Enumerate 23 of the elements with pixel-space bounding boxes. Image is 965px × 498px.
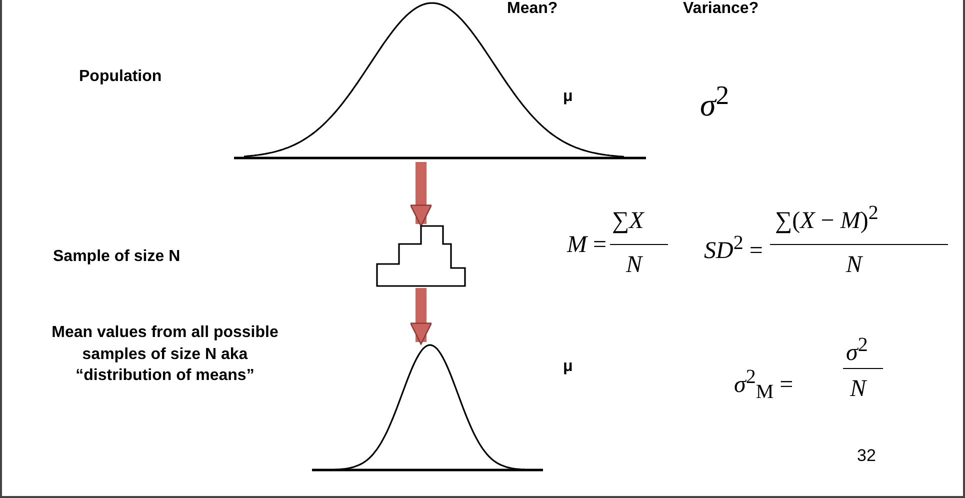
arrow bbox=[410, 288, 432, 345]
histogram-drawing bbox=[375, 224, 467, 288]
numerator: ∑X bbox=[612, 208, 644, 236]
formula: σ$^{2}$$_{M}$ = bbox=[734, 366, 794, 404]
denominator: N bbox=[846, 252, 862, 280]
bell-curve-drawing bbox=[234, 0, 646, 162]
formula: σ$^{2}$ bbox=[700, 80, 730, 124]
numerator: σ$^{2}$ bbox=[846, 334, 868, 368]
formula: M = bbox=[567, 232, 607, 260]
denominator: N bbox=[850, 376, 866, 404]
column-heading: Mean? bbox=[507, 0, 558, 18]
denominator: N bbox=[626, 252, 642, 280]
column-heading: Variance? bbox=[683, 0, 759, 18]
arrow bbox=[410, 162, 432, 227]
bell-curve-drawing bbox=[310, 342, 545, 474]
numerator: ∑(X − M)$^{2}$ bbox=[775, 202, 878, 236]
mean-symbol: μ bbox=[563, 88, 573, 106]
row-label: Mean values from all possible samples of size N aka “distribution of means” bbox=[50, 323, 280, 386]
page-number: 32 bbox=[857, 446, 876, 466]
formula: SD$^{2}$ = bbox=[704, 232, 763, 266]
row-label: Population bbox=[79, 68, 162, 86]
row-label: Sample of size N bbox=[53, 248, 180, 266]
mean-symbol: μ bbox=[563, 358, 573, 376]
